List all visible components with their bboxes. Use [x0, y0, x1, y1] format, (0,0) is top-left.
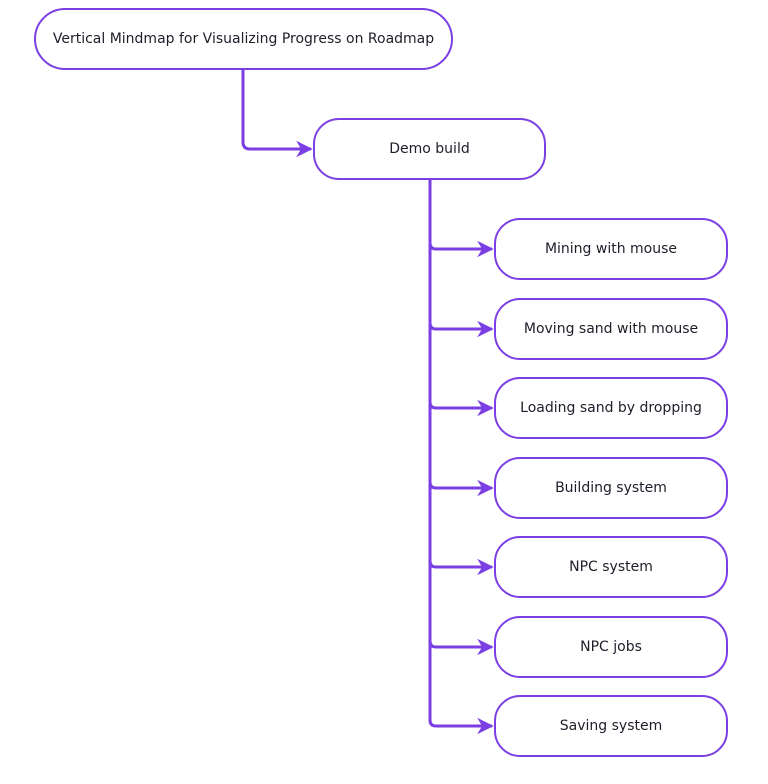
child-node-moving-sand[interactable]: Moving sand with mouse: [494, 298, 728, 360]
demo-build-node-label: Demo build: [389, 141, 470, 157]
child-node-mining[interactable]: Mining with mouse: [494, 218, 728, 280]
demo-build-node[interactable]: Demo build: [313, 118, 546, 180]
child-node-label: Loading sand by dropping: [520, 400, 702, 416]
child-node-label: Saving system: [559, 718, 663, 734]
connector-demo-to-child-5: [428, 180, 494, 576]
child-node-npc-jobs[interactable]: NPC jobs: [494, 616, 728, 678]
child-node-saving-system[interactable]: Saving system: [494, 695, 728, 757]
child-node-building-system[interactable]: Building system: [494, 457, 728, 519]
root-node-label: Vertical Mindmap for Visualizing Progres…: [52, 31, 435, 47]
connector-demo-to-child-1: [428, 180, 494, 258]
child-node-label: Moving sand with mouse: [523, 321, 699, 337]
connector-demo-to-child-3: [428, 180, 494, 417]
child-node-npc-system[interactable]: NPC system: [494, 536, 728, 598]
child-connectors: [428, 180, 494, 735]
connector-root-to-demo: [241, 70, 313, 158]
child-node-loading-sand[interactable]: Loading sand by dropping: [494, 377, 728, 439]
child-node-label: Mining with mouse: [544, 241, 678, 257]
root-node[interactable]: Vertical Mindmap for Visualizing Progres…: [34, 8, 453, 70]
connector-demo-to-child-7: [428, 180, 494, 735]
child-node-label: NPC system: [569, 559, 653, 575]
connector-demo-to-child-2: [428, 180, 494, 338]
connector-demo-to-child-4: [428, 180, 494, 497]
child-node-label: NPC jobs: [580, 639, 642, 655]
child-node-label: Building system: [555, 480, 667, 496]
